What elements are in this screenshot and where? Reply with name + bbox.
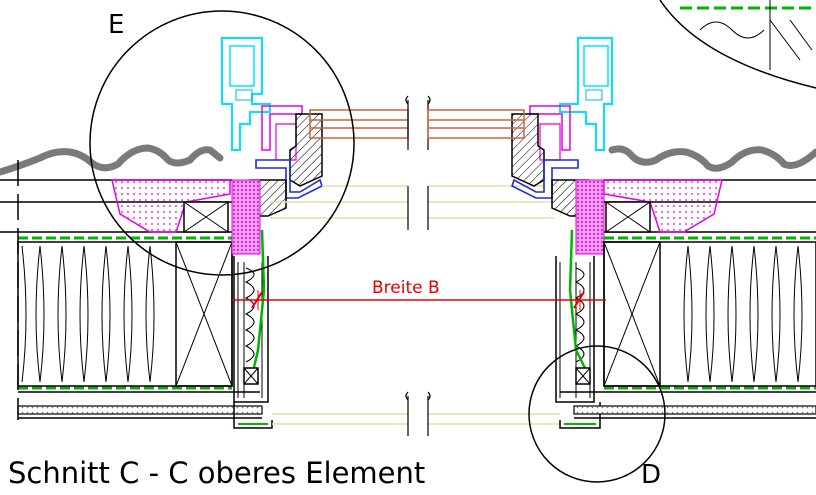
left-pink-insulation: [231, 179, 261, 255]
right-ceiling-board: [573, 405, 816, 415]
left-sash-cyan: [221, 37, 271, 151]
right-flashing-blue: [511, 159, 579, 199]
detail-circle-d: [528, 345, 666, 483]
detail-label-e: E: [108, 10, 125, 40]
left-roof-buildup: [0, 144, 263, 420]
section-caption: Schnitt C - C oberes Element: [8, 456, 426, 490]
detail-label-d: D: [641, 460, 662, 490]
right-foam-wedge: [603, 179, 723, 233]
right-roof-tile: [608, 145, 816, 172]
right-window-frame: [427, 37, 613, 429]
left-foam-wedge: [111, 179, 231, 233]
dimension-line-breite: [232, 290, 606, 310]
left-glass: [309, 109, 409, 139]
right-pink-insulation: [575, 179, 605, 255]
left-insulation-waves: [21, 245, 155, 383]
left-roof-tile: [0, 144, 224, 176]
right-sash-cyan: [559, 37, 613, 151]
left-window-frame: [221, 37, 409, 429]
detail-circle-e: [89, 10, 355, 276]
right-glass: [427, 109, 525, 139]
right-reveal-lining: [555, 256, 595, 403]
right-insulation-waves: [683, 245, 803, 383]
left-reveal-lining: [233, 256, 269, 403]
left-seal-magenta: [261, 105, 303, 151]
top-right-detail-fragment: [659, 0, 816, 89]
dimension-label: Breite B: [372, 278, 440, 298]
left-frame-wood: [289, 113, 323, 187]
left-ceiling-board: [17, 405, 263, 415]
right-roof-buildup: [560, 145, 816, 419]
center-reveal: [270, 95, 560, 436]
right-frame-wood: [511, 113, 545, 187]
